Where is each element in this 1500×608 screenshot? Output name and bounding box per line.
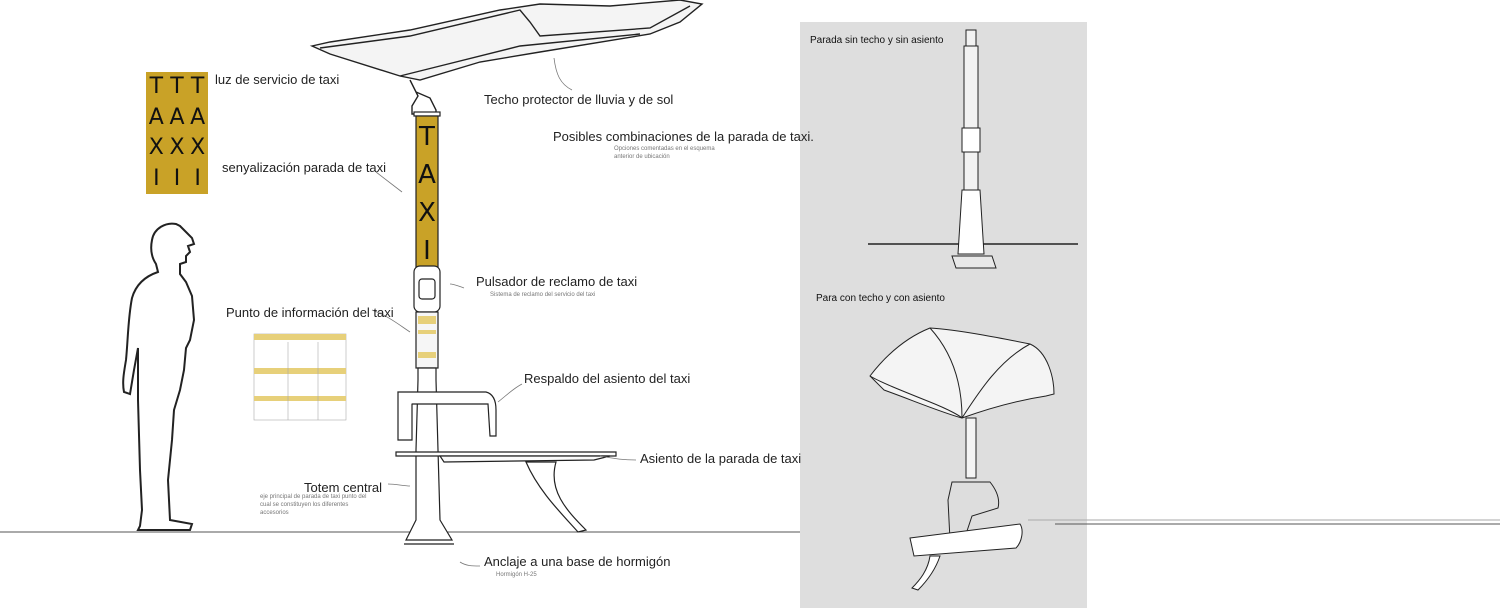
sign-letter: A	[169, 104, 185, 130]
label-combinations-sub1: Opciones comentadas en el esquema	[614, 146, 715, 152]
panel-title-no-roof: Parada sin techo y sin asiento	[810, 35, 944, 46]
seat-bench	[395, 451, 617, 533]
label-seat: Asiento de la parada de taxi	[640, 451, 802, 466]
sign-letter: A	[148, 104, 164, 130]
sign-letter: I	[173, 165, 181, 191]
sign-letter: X	[148, 135, 164, 160]
variant-pole-only	[868, 29, 1078, 269]
totem-letter: I	[423, 236, 431, 266]
totem-letter: X	[418, 198, 436, 228]
label-totem-sub2: cual se constituyen los diferentes	[260, 502, 349, 508]
label-anchor-sub: Hormigón H-25	[496, 572, 537, 578]
label-totem: Totem central	[304, 480, 383, 495]
ground-line	[0, 519, 1500, 533]
leader-lines	[371, 57, 637, 567]
sign-letter: T	[190, 74, 205, 99]
label-roof: Techo protector de lluvia y de sol	[484, 92, 674, 107]
roof-canopy	[309, 0, 704, 115]
label-call-button: Pulsador de reclamo de taxi	[476, 274, 638, 289]
variant-roof-seat	[869, 327, 1055, 591]
sign-letter: X	[190, 135, 206, 160]
totem-taxi-text: T A X I	[416, 118, 438, 270]
label-totem-sub3: accesorios	[260, 510, 289, 516]
sign-letter: I	[153, 165, 160, 191]
label-combinations: Posibles combinaciones de la parada de t…	[553, 129, 814, 144]
label-totem-sub1: eje principal de parada de taxi punto de…	[260, 494, 367, 500]
label-call-button-sub: Sistema de reclamo del servicio del taxi	[490, 292, 596, 298]
info-panel	[253, 333, 347, 421]
totem-letter: A	[418, 160, 436, 190]
label-taxi-service-light: luz de servicio de taxi	[215, 72, 340, 87]
totem-letter: T	[419, 122, 435, 152]
human-silhouette	[122, 222, 196, 531]
sign-letter: A	[190, 104, 206, 130]
label-info-point: Punto de información del taxi	[226, 305, 394, 320]
combinations-panel	[800, 22, 1087, 608]
sign-letter: T	[170, 74, 184, 99]
label-anchor: Anclaje a una base de hormigón	[484, 554, 671, 569]
label-signage: senyalización parada de taxi	[222, 160, 387, 175]
sign-letter: X	[169, 135, 185, 160]
label-seat-back: Respaldo del asiento del taxi	[524, 371, 691, 386]
taxi-service-light-sign: T T T A A A X X X I I I	[146, 72, 208, 194]
panel-title-with-roof: Para con techo y con asiento	[816, 293, 945, 304]
sign-letter: T	[149, 74, 164, 99]
seat-back	[397, 391, 497, 441]
sign-letter: I	[194, 165, 201, 191]
label-combinations-sub2: anterior de ubicación	[614, 154, 670, 160]
